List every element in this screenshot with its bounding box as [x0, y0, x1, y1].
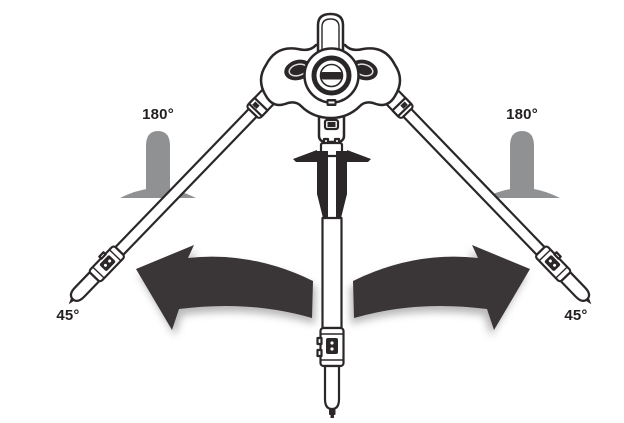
right-45-label: 45° [564, 307, 588, 324]
center-foot [329, 409, 336, 415]
boss-slot [320, 72, 343, 80]
curved-arrow-right-icon [353, 245, 530, 330]
left-leg [68, 82, 283, 305]
right-stop-peg [484, 131, 560, 198]
tripod-head [259, 12, 402, 120]
head-top-knob [316, 12, 345, 54]
rotation-arrows [136, 245, 530, 330]
center-leg [293, 94, 371, 418]
column-collar [293, 150, 317, 162]
curved-arrow-left-icon [136, 245, 313, 330]
left-foot [68, 297, 75, 305]
left-45-label: 45° [56, 307, 80, 324]
center-boss [303, 47, 360, 106]
right-180-label: 180° [506, 106, 538, 123]
center-leg-lock [316, 326, 345, 368]
left-180-label: 180° [142, 106, 174, 123]
right-foot [585, 297, 592, 305]
